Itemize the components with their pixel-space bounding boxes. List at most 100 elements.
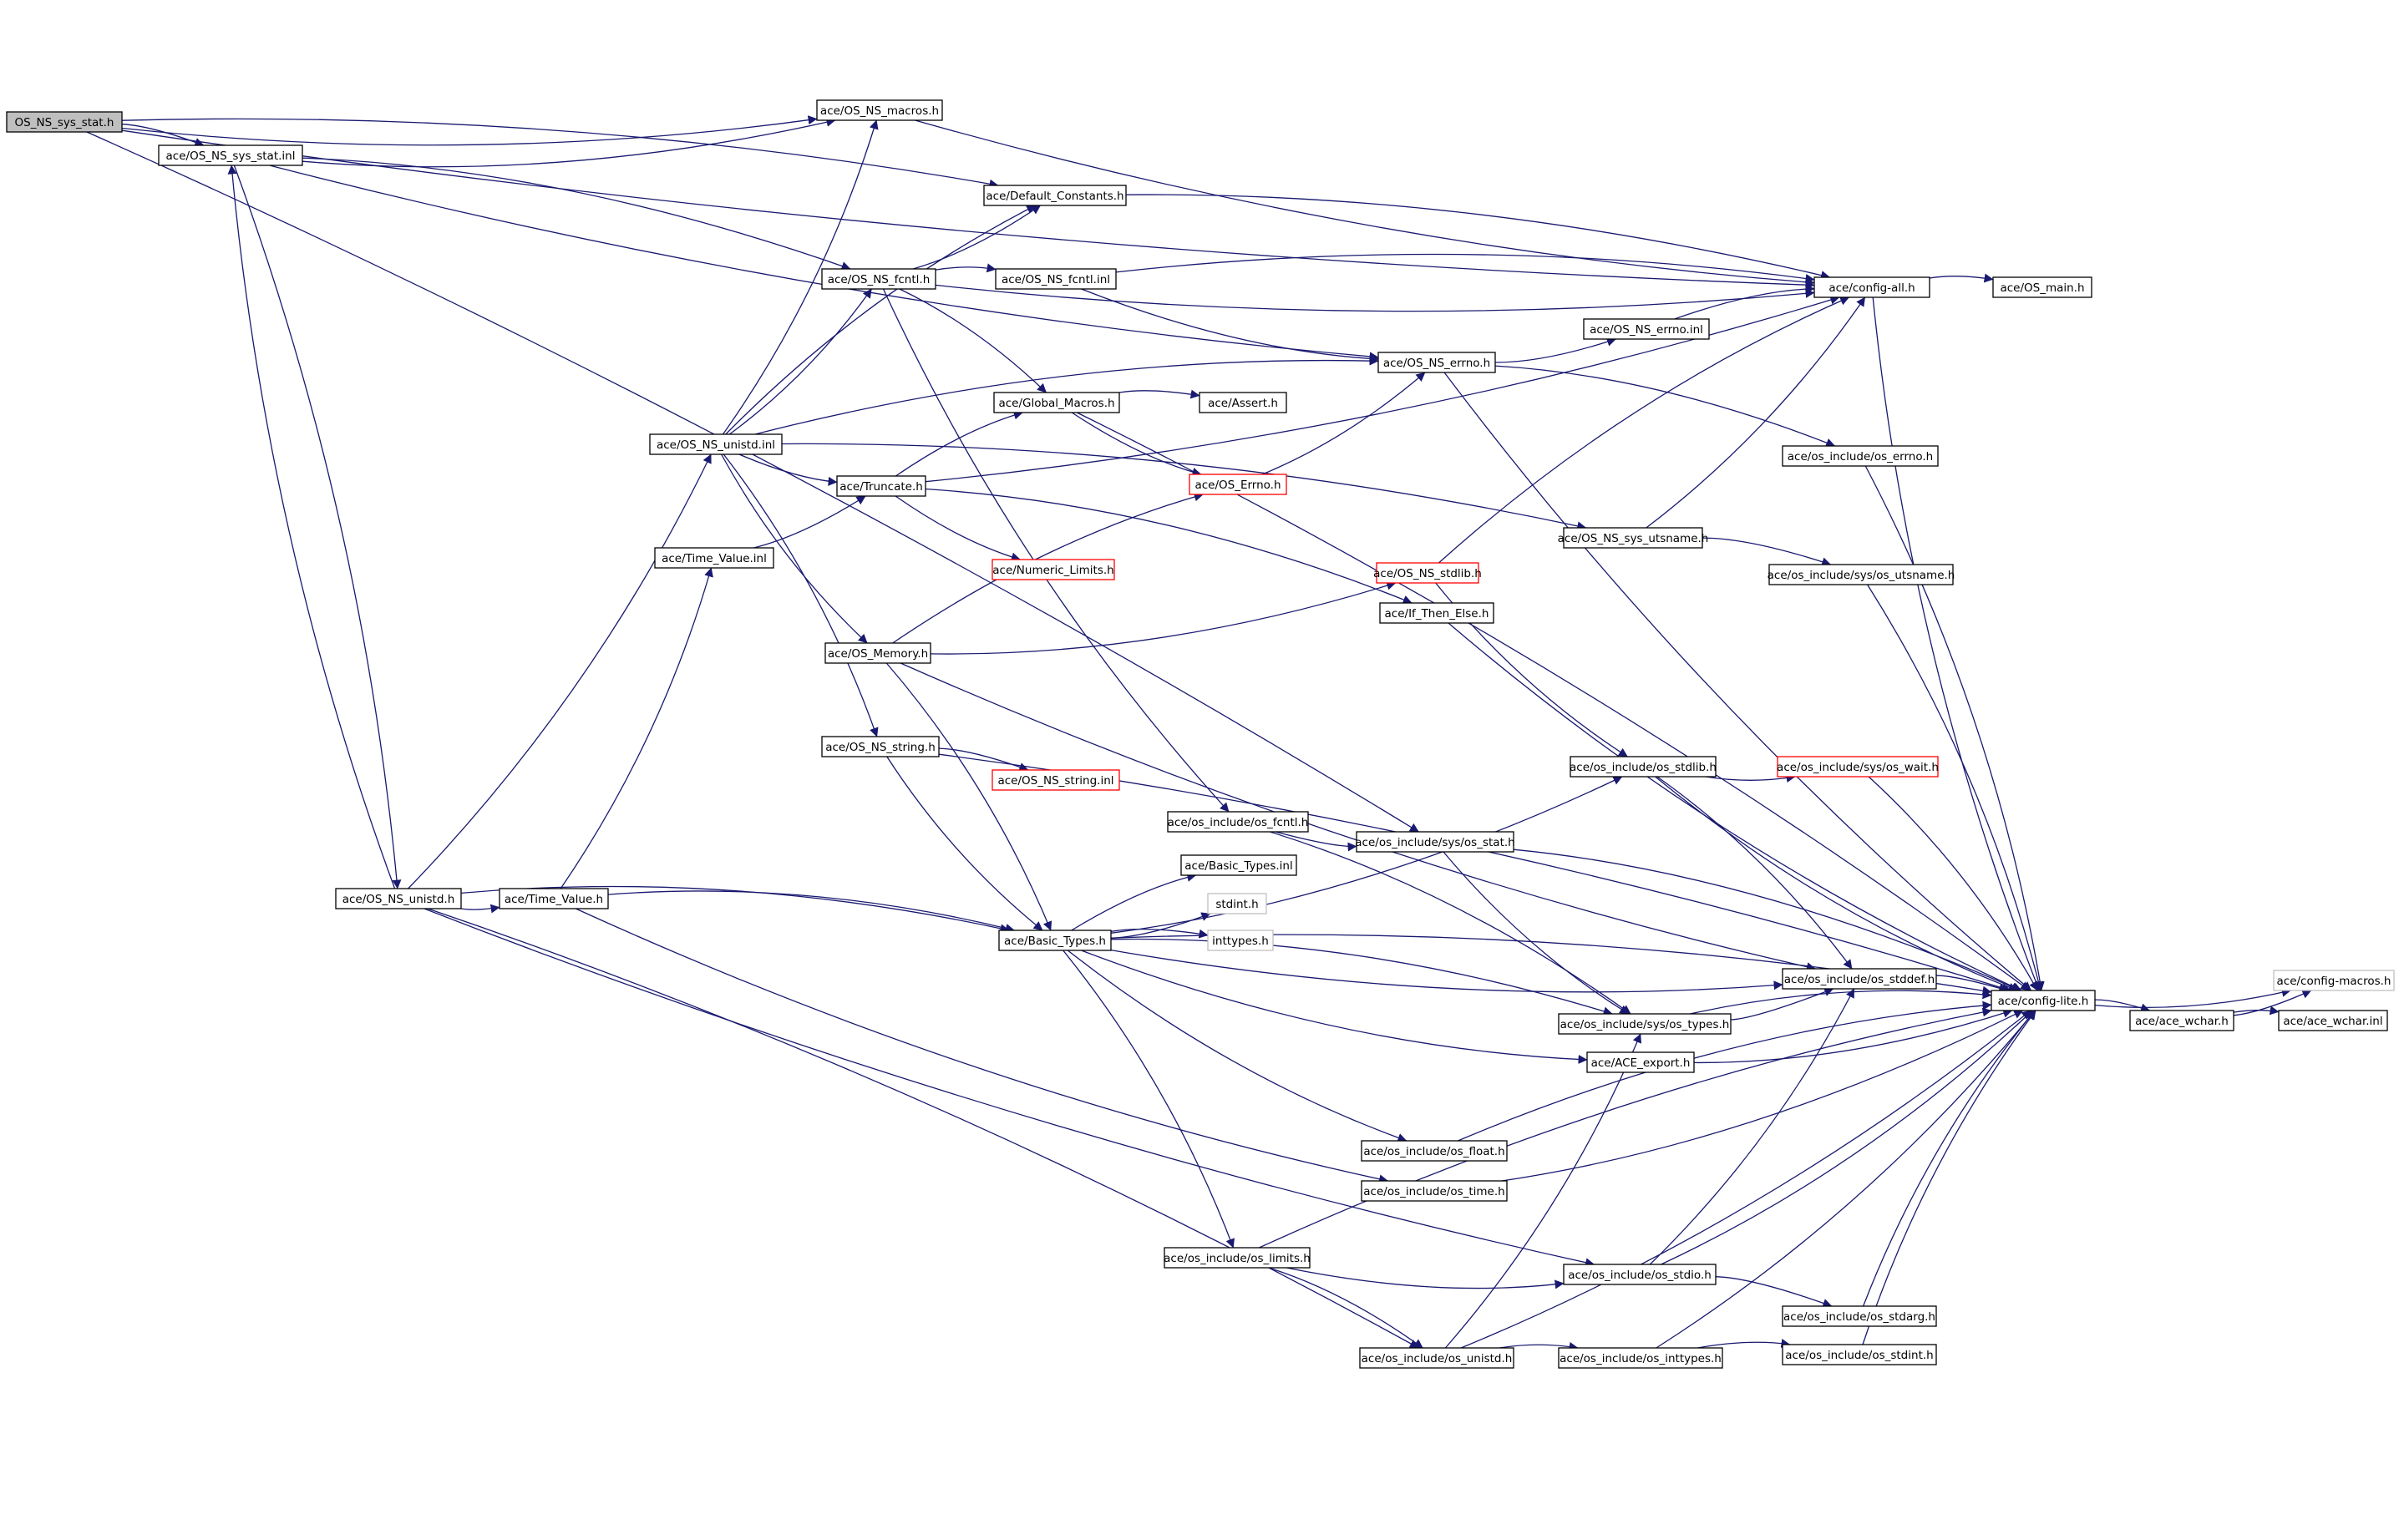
- edge-n0-n6: [121, 129, 1815, 290]
- edge-n30-n45: [424, 908, 1595, 1268]
- node-label: ace/ace_wchar.inl: [2283, 1015, 2382, 1028]
- node-label: ace/os_include/os_inttypes.h: [1560, 1352, 1722, 1365]
- edge-n24-n35: [1656, 776, 1853, 970]
- node-ace-os-ns-unistd-inl[interactable]: ace/OS_NS_unistd.inl: [649, 433, 783, 455]
- node-box: [1563, 527, 1703, 549]
- node-box: [2278, 1010, 2388, 1031]
- edge-n4-n10: [899, 288, 1047, 393]
- node-box: [1376, 562, 1479, 584]
- node-ace-os-include-os-fcntl-h[interactable]: ace/os_include/os_fcntl.h: [1167, 811, 1309, 833]
- edge-n16-n20: [1702, 537, 1832, 566]
- edge-n30-n47: [427, 908, 1419, 1349]
- node-ace-default-constants-h[interactable]: ace/Default_Constants.h: [983, 185, 1127, 206]
- node-inttypes-h[interactable]: inttypes.h: [1207, 930, 1274, 951]
- node-ace-os-ns-string-inl[interactable]: ace/OS_NS_string.inl: [992, 769, 1120, 791]
- node-box: [6, 111, 123, 133]
- node-ace-os-include-os-time-h[interactable]: ace/os_include/os_time.h: [1361, 1180, 1508, 1202]
- edge-n19-n6: [1438, 296, 1850, 564]
- edge-n4-n27: [882, 288, 1230, 813]
- node-label: ace/os_include/os_stdlib.h: [1570, 761, 1717, 774]
- node-box: [499, 888, 609, 909]
- edge-n23-n26: [938, 747, 1029, 772]
- node-ace-os-ns-stdlib-h[interactable]: ace/OS_NS_stdlib.h: [1373, 562, 1482, 584]
- edge-n2-n6: [915, 119, 1815, 287]
- node-ace-os-ns-errno-h[interactable]: ace/OS_NS_errno.h: [1377, 352, 1496, 373]
- node-ace-time-value-inl[interactable]: ace/Time_Value.inl: [654, 547, 774, 569]
- node-box: [1199, 392, 1287, 413]
- node-ace-os-include-os-float-h[interactable]: ace/os_include/os_float.h: [1361, 1140, 1508, 1162]
- node-ace-ace-wchar-inl[interactable]: ace/ace_wchar.inl: [2278, 1010, 2388, 1031]
- node-ace-os-main-h[interactable]: ace/OS_main.h: [1992, 276, 2092, 298]
- node-ace-os-ns-string-h[interactable]: ace/OS_NS_string.h: [821, 736, 940, 757]
- edge-n22-n35: [900, 662, 1816, 972]
- node-ace-os-include-os-limits-h[interactable]: ace/os_include/os_limits.h: [1164, 1247, 1311, 1269]
- node-ace-config-all-h[interactable]: ace/config-all.h: [1813, 276, 1930, 298]
- node-label: ace/OS_NS_errno.h: [1383, 357, 1490, 370]
- edge-n5-n9: [1081, 288, 1379, 363]
- node-label: ace/If_Then_Else.h: [1385, 607, 1489, 621]
- node-ace-config-macros-h[interactable]: ace/config-macros.h: [2273, 970, 2395, 991]
- node-ace-if-then-else-h[interactable]: ace/If_Then_Else.h: [1379, 602, 1494, 624]
- node-ace-numeric-limits-h[interactable]: ace/Numeric_Limits.h: [992, 559, 1115, 580]
- node-stdint-h[interactable]: stdint.h: [1207, 893, 1267, 914]
- node-ace-os-include-os-errno-h[interactable]: ace/os_include/os_errno.h: [1782, 445, 1939, 467]
- node-box: [1164, 1247, 1311, 1269]
- node-ace-global-macros-h[interactable]: ace/Global_Macros.h: [993, 392, 1120, 413]
- node-ace-os-ns-macros-h[interactable]: ace/OS_NS_macros.h: [816, 99, 943, 121]
- node-ace-os-ns-errno-inl[interactable]: ace/OS_NS_errno.inl: [1583, 318, 1710, 340]
- node-ace-os-include-sys-os-utsname-h[interactable]: ace/os_include/sys/os_utsname.h: [1768, 564, 1955, 585]
- node-label: ace/OS_NS_errno.inl: [1590, 323, 1703, 337]
- node-ace-os-ns-fcntl-h[interactable]: ace/OS_NS_fcntl.h: [821, 268, 936, 290]
- node-box: [1563, 1264, 1717, 1285]
- node-label: ace/OS_NS_fcntl.h: [828, 273, 931, 286]
- node-ace-os-ns-sys-stat-inl[interactable]: ace/OS_NS_sys_stat.inl: [158, 144, 303, 166]
- node-label: ace/os_include/os_time.h: [1363, 1185, 1504, 1198]
- node-box: [1558, 1347, 1723, 1369]
- node-ace-os-include-os-stddef-h[interactable]: ace/os_include/os_stddef.h: [1782, 968, 1937, 990]
- node-ace-os-memory-h[interactable]: ace/OS_Memory.h: [824, 642, 931, 664]
- edge-n0-n2: [121, 115, 818, 146]
- node-ace-ace-wchar-h[interactable]: ace/ace_wchar.h: [2129, 1010, 2234, 1031]
- node-ace-basic-types-inl[interactable]: ace/Basic_Types.inl: [1180, 854, 1297, 876]
- node-box: [998, 930, 1112, 951]
- node-ace-os-ns-fcntl-inl[interactable]: ace/OS_NS_fcntl.inl: [995, 268, 1117, 290]
- edge-n28-n36: [1513, 849, 2021, 991]
- node-ace-os-errno-h[interactable]: ace/OS_Errno.h: [1189, 474, 1287, 495]
- node-ace-os-include-os-stdio-h[interactable]: ace/os_include/os_stdio.h: [1563, 1264, 1717, 1285]
- edge-n6-n36: [1872, 296, 2041, 991]
- node-ace-os-include-os-stdlib-h[interactable]: ace/os_include/os_stdlib.h: [1570, 756, 1717, 778]
- edge-n0-n1: [121, 124, 205, 147]
- node-ace-os-include-os-stdarg-h[interactable]: ace/os_include/os_stdarg.h: [1782, 1305, 1937, 1327]
- node-label: stdint.h: [1215, 898, 1258, 911]
- node-ace-assert-h[interactable]: ace/Assert.h: [1199, 392, 1287, 413]
- edge-n33-n34: [1110, 928, 1209, 939]
- node-label: ace/os_include/os_stdio.h: [1568, 1269, 1712, 1282]
- node-ace-os-include-os-unistd-h[interactable]: ace/os_include/os_unistd.h: [1359, 1347, 1514, 1369]
- edge-n31-n43: [576, 908, 1389, 1184]
- node-box: [1207, 930, 1274, 951]
- node-ace-time-value-h[interactable]: ace/Time_Value.h: [499, 888, 609, 909]
- node-ace-ace-export-h[interactable]: ace/ACE_export.h: [1586, 1051, 1695, 1073]
- node-ace-config-lite-h[interactable]: ace/config-lite.h: [1991, 990, 2096, 1011]
- node-ace-os-ns-unistd-h[interactable]: ace/OS_NS_unistd.h: [335, 888, 462, 909]
- edge-n33-n44: [1063, 950, 1235, 1249]
- node-label: ace/config-all.h: [1828, 281, 1915, 295]
- node-label: ace/config-macros.h: [2277, 975, 2391, 988]
- edge-n20-n36: [1867, 584, 2043, 991]
- node-ace-os-include-sys-os-stat-h[interactable]: ace/os_include/sys/os_stat.h: [1355, 831, 1515, 853]
- edge-n16-n6: [1646, 296, 1866, 529]
- node-ace-os-ns-sys-utsname-h[interactable]: ace/OS_NS_sys_utsname.h: [1558, 527, 1709, 549]
- node-ace-os-include-sys-os-types-h[interactable]: ace/os_include/sys/os_types.h: [1558, 1013, 1732, 1035]
- node-ace-os-include-os-stdint-h[interactable]: ace/os_include/os_stdint.h: [1782, 1344, 1937, 1365]
- edge-n33-n38: [1110, 938, 1613, 1016]
- node-ace-truncate-h[interactable]: ace/Truncate.h: [836, 475, 926, 497]
- edge-n4-n5: [935, 263, 997, 273]
- edge-n1-n30: [233, 165, 402, 889]
- node-box: [821, 268, 936, 290]
- node-ace-os-include-sys-os-wait-h[interactable]: ace/os_include/sys/os_wait.h: [1777, 756, 1939, 778]
- edge-n35-n36: [1935, 975, 2009, 993]
- node-ace-os-include-os-inttypes-h[interactable]: ace/os_include/os_inttypes.h: [1558, 1347, 1723, 1369]
- node-ace-basic-types-h[interactable]: ace/Basic_Types.h: [998, 930, 1112, 951]
- node-os-ns-sys-stat-h[interactable]: OS_NS_sys_stat.h: [6, 111, 123, 133]
- node-label: ace/OS_NS_stdlib.h: [1373, 567, 1482, 580]
